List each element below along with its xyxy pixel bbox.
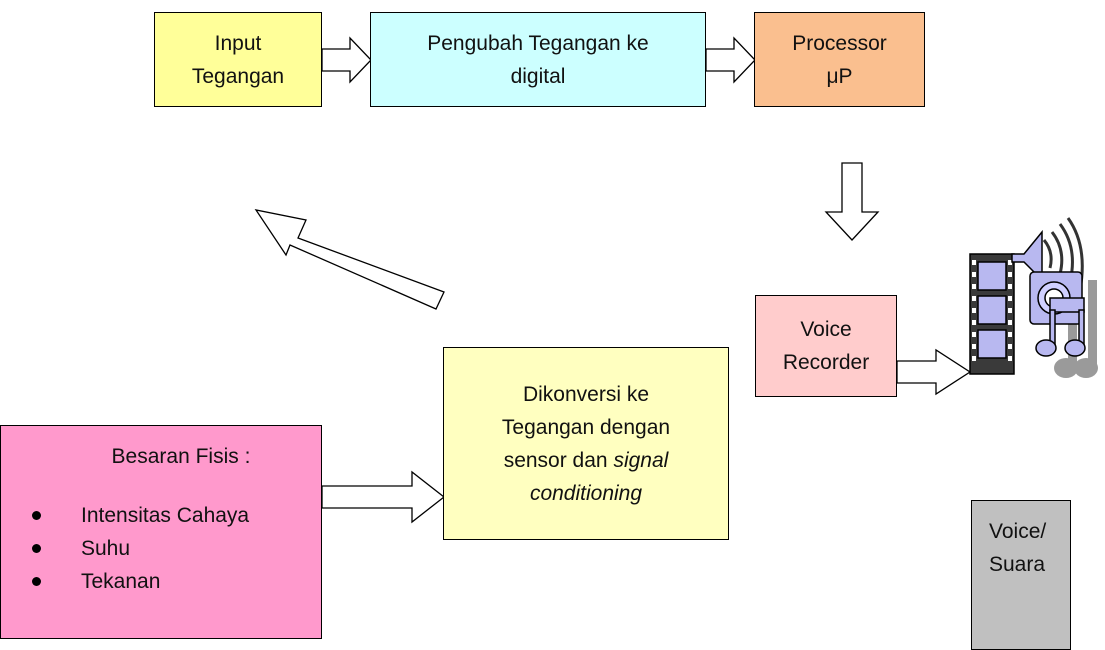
arrow-physical-to-convert xyxy=(321,470,446,524)
arrow-adc-to-processor xyxy=(705,36,756,84)
list-item: Suhu xyxy=(1,532,321,565)
voice-line2: Suara xyxy=(989,553,1046,576)
convert-line2: Tegangan dengan xyxy=(501,415,671,439)
list-item: Intensitas Cahaya xyxy=(1,499,321,532)
adc-line1: Pengubah Tegangan ke xyxy=(427,31,649,55)
input-voltage-box: Input Tegangan xyxy=(154,12,322,107)
processor-box: Processor μP xyxy=(754,12,925,107)
media-clipart-icon xyxy=(969,217,1098,378)
voice-line1: Voice/ xyxy=(989,520,1047,543)
physical-quantity-list: Intensitas Cahaya Suhu Tekanan xyxy=(1,499,321,598)
physical-quantity-heading: Besaran Fisis : xyxy=(111,445,251,468)
arrow-convert-to-input-diagonal xyxy=(254,209,445,310)
voice-recorder-line2: Recorder xyxy=(782,351,870,374)
voice-recorder-line1: Voice xyxy=(800,318,852,341)
voice-recorder-box: Voice Recorder xyxy=(755,295,897,397)
input-voltage-line1: Input xyxy=(214,31,262,55)
arrow-recorder-to-media xyxy=(896,348,972,396)
arrow-input-to-adc xyxy=(321,36,372,84)
list-item: Tekanan xyxy=(1,565,321,598)
arrows-layer xyxy=(254,36,972,524)
arrow-processor-down xyxy=(824,162,880,241)
convert-line3-italic: signal xyxy=(613,448,669,472)
input-voltage-line2: Tegangan xyxy=(191,64,285,88)
convert-line1: Dikonversi ke xyxy=(522,382,650,406)
adc-line2: digital xyxy=(510,64,566,88)
voltage-to-digital-box: Pengubah Tegangan ke digital xyxy=(370,12,706,107)
convert-line4: conditioning xyxy=(529,481,643,505)
processor-line2: μP xyxy=(826,64,853,88)
physical-quantity-box: Besaran Fisis : Intensitas Cahaya Suhu T… xyxy=(0,425,322,639)
sensor-conversion-box: Dikonversi ke Tegangan dengan sensor dan… xyxy=(443,347,729,540)
convert-line3: sensor dan signal xyxy=(504,444,669,477)
processor-line1: Processor xyxy=(792,31,887,55)
voice-sound-box: Voice/ Suara xyxy=(971,500,1071,650)
convert-line3-plain: sensor dan xyxy=(503,448,614,472)
